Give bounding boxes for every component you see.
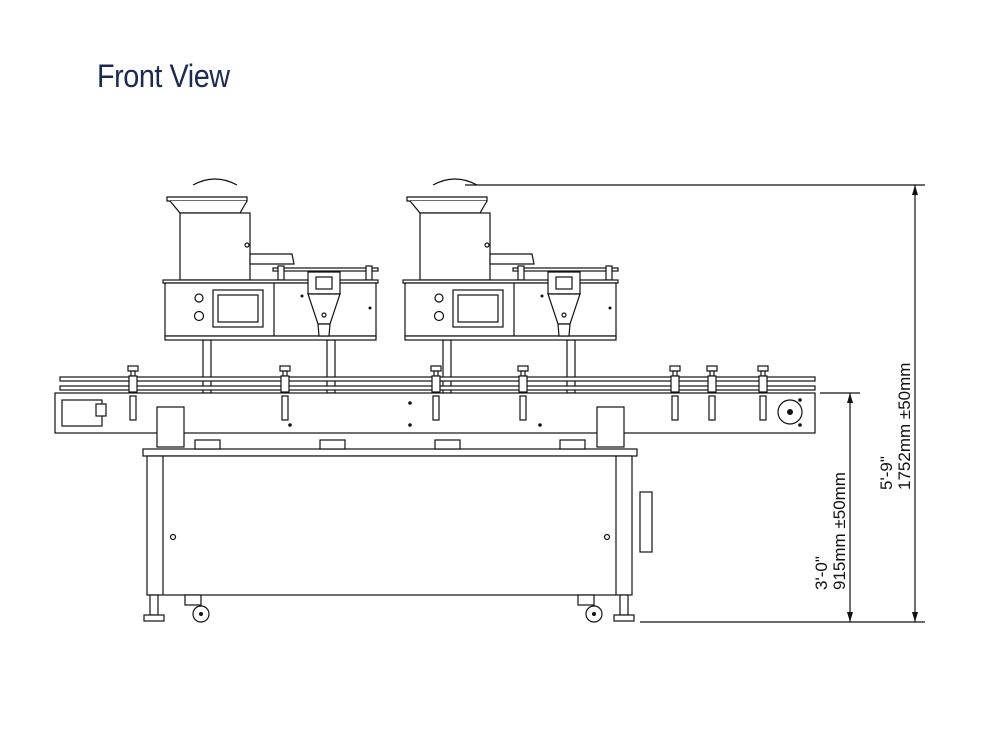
machine-table bbox=[142, 439, 653, 623]
drawing-title: Front View bbox=[97, 58, 230, 94]
table-height-metric: 915mm ±50mm bbox=[830, 472, 849, 590]
counting-module bbox=[162, 178, 379, 394]
rail-guides bbox=[127, 365, 769, 421]
dimension-lines bbox=[465, 184, 925, 623]
table-height-imperial: 3'-0" bbox=[812, 556, 831, 590]
rail-guide bbox=[706, 365, 718, 421]
rail-guide bbox=[127, 365, 139, 421]
total-height-metric: 1752mm ±50mm bbox=[895, 363, 914, 490]
total-height-imperial: 5'-9" bbox=[877, 456, 896, 490]
counting-module bbox=[402, 178, 619, 394]
rail-guide bbox=[757, 365, 769, 421]
rail-guide bbox=[430, 365, 442, 421]
rail-guide bbox=[669, 365, 681, 421]
rail-guide bbox=[517, 365, 529, 421]
rail-guide bbox=[279, 365, 291, 421]
counting-modules bbox=[162, 178, 619, 394]
